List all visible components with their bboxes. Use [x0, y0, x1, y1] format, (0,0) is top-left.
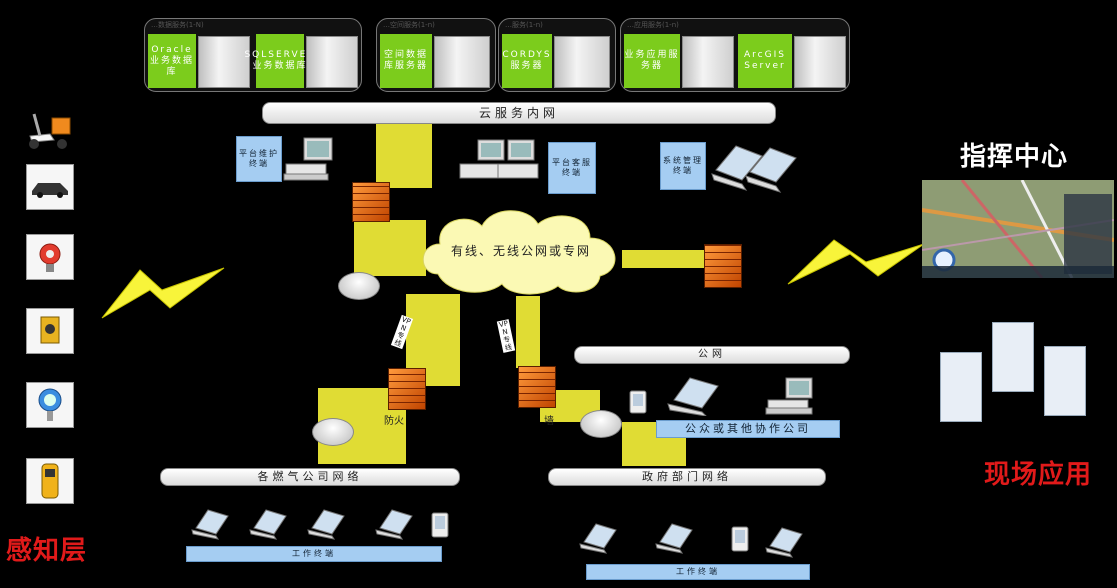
firewall-label-left: 防火 [384, 416, 404, 427]
firewall-label-right: 墙 [544, 416, 554, 427]
mobile-device-icon [731, 526, 749, 552]
server-group-2-header: …空间服务(1-n) [383, 21, 435, 29]
firewall-icon [388, 368, 426, 410]
server-group-3-header: …服务(1-n) [505, 21, 543, 29]
work-terminal-bar-right: 工作终端 [586, 564, 810, 580]
server-icon [682, 36, 734, 88]
router-icon [312, 418, 354, 446]
server-label-oracle: Oracle业务数据库 [148, 34, 196, 88]
firewall-icon [352, 182, 390, 222]
platform-customer-service-terminal-label: 平台客服终端 [548, 142, 596, 194]
work-terminal-bar-left: 工作终端 [186, 546, 442, 562]
mobile-device-icon [629, 390, 647, 414]
server-icon [198, 36, 250, 88]
handheld-detector-icon [26, 458, 74, 504]
laptop-icon [655, 523, 693, 554]
mobile-app-screenshot [940, 352, 982, 422]
server-label-business-app: 业务应用服务器 [624, 34, 680, 88]
link-beam [354, 220, 426, 276]
mobile-app-screenshot [1044, 346, 1086, 416]
desktop-computer-icon [765, 377, 813, 415]
laptop-icon [711, 145, 797, 193]
mobile-app-screenshot [992, 322, 1034, 392]
laptop-icon [375, 509, 413, 540]
desktop-computer-icon [283, 137, 333, 181]
server-group-4-header: …应用服务(1-n) [627, 21, 679, 29]
laptop-icon [667, 377, 719, 416]
server-icon [794, 36, 846, 88]
router-icon [338, 272, 380, 300]
wireless-lightning-icon [787, 239, 925, 285]
router-icon [580, 410, 622, 438]
command-center-title: 指挥中心 [960, 142, 1069, 172]
public-partners-terminal-bar: 公众或其他协作公司 [656, 420, 840, 438]
server-label-spatial: 空间数据库服务器 [380, 34, 432, 88]
public-network-pipe: 公网 [574, 346, 850, 364]
mobile-device-icon [431, 512, 449, 538]
government-network-pipe: 政府部门网络 [548, 468, 826, 486]
server-icon [554, 36, 610, 88]
wireless-lightning-icon [101, 267, 225, 319]
laptop-icon [579, 523, 617, 554]
cloud-network-pipe: 云服务内网 [262, 102, 776, 124]
command-center-map-screenshot [922, 180, 1114, 278]
field-application-title: 现场应用 [984, 460, 1093, 490]
car-icon [26, 164, 74, 210]
valve-icon [26, 308, 74, 354]
laptop-icon [307, 509, 345, 540]
server-icon [434, 36, 490, 88]
link-beam [376, 124, 432, 188]
desktop-computer-icon [459, 139, 539, 179]
system-admin-terminal-label: 系统管理终端 [660, 142, 706, 190]
sensing-layer-title: 感知层 [6, 536, 88, 566]
server-group-1-header: …数据服务(1-N) [151, 21, 204, 29]
laptop-icon [765, 527, 803, 558]
server-icon [306, 36, 358, 88]
link-beam [622, 250, 706, 268]
laptop-icon [249, 509, 287, 540]
platform-maintenance-terminal-label: 平台维护终端 [236, 136, 282, 182]
laptop-icon [191, 509, 229, 540]
server-label-arcgis: ArcGIS Server [738, 34, 792, 88]
server-label-cordys: CORDYS服务器 [502, 34, 552, 88]
gas-company-network-pipe: 各燃气公司网络 [160, 468, 460, 486]
wan-network-label: 有线、无线公网或专网 [450, 244, 591, 258]
pressure-gauge-icon [26, 382, 74, 428]
firewall-icon [704, 244, 742, 288]
server-label-sqlserver: SQLSERVER业务数据库 [244, 34, 314, 88]
vpn-line-label-right: VPN专线 [496, 319, 516, 353]
wan-cloud-icon [422, 210, 616, 295]
link-beam [516, 296, 540, 368]
scooter-icon [29, 113, 71, 149]
firewall-icon [518, 366, 556, 408]
gas-detector-icon [26, 234, 74, 280]
